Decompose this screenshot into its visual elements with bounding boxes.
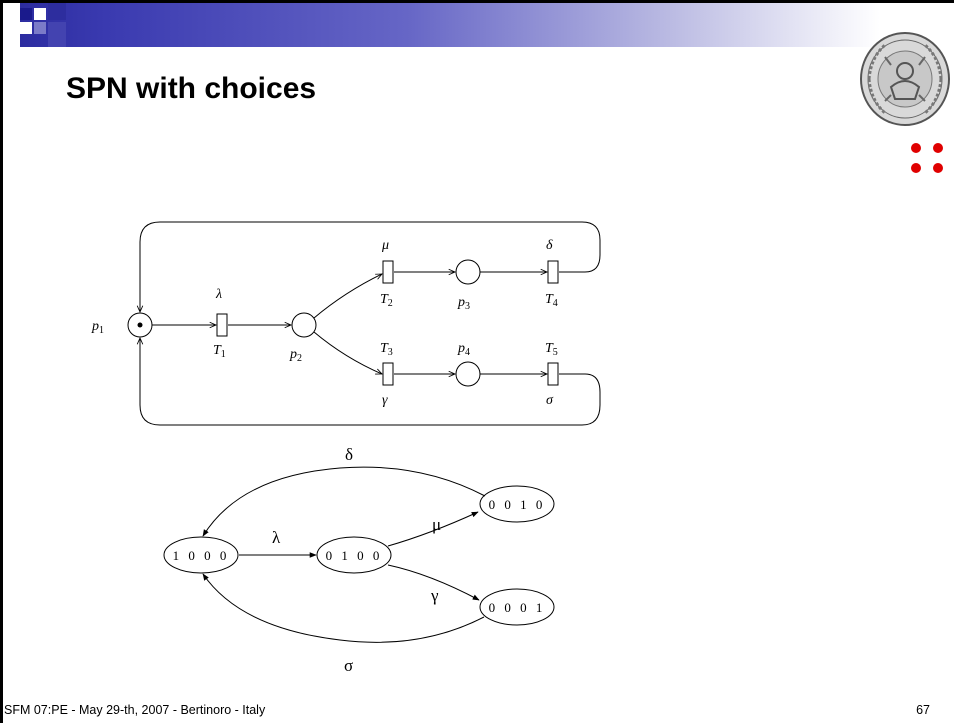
footer-text: SFM 07:PE - May 29-th, 2007 - Bertinoro … bbox=[4, 703, 266, 717]
slide-title: SPN with choices bbox=[66, 72, 317, 105]
label-T2: T2 bbox=[380, 292, 393, 309]
edge-label-lambda: λ bbox=[272, 528, 281, 547]
decor-square bbox=[20, 22, 32, 34]
label-T5: T5 bbox=[545, 341, 558, 358]
four-dots-icon bbox=[911, 143, 943, 173]
label-T3: T3 bbox=[380, 341, 393, 358]
state-label: 1 0 0 0 bbox=[173, 548, 230, 563]
decor-square bbox=[34, 8, 46, 20]
decor-square bbox=[48, 3, 66, 20]
rate-T5: σ bbox=[546, 393, 554, 408]
state-graph bbox=[163, 466, 555, 643]
decor-square bbox=[34, 22, 46, 34]
state-label: 0 0 1 0 bbox=[489, 497, 546, 512]
transition-T3 bbox=[382, 362, 394, 386]
petri-labels: p1 p2 p3 p4 T1 T2 T3 T4 T5 λ μ γ δ σ bbox=[91, 238, 558, 408]
rate-T2: μ bbox=[381, 238, 389, 253]
state-label: 0 0 0 1 bbox=[489, 600, 546, 615]
place-p3 bbox=[455, 259, 481, 285]
state-0010 bbox=[479, 485, 555, 523]
edge-labels: λ μ γ δ σ bbox=[272, 445, 441, 675]
label-p4: p4 bbox=[457, 341, 470, 358]
place-p2 bbox=[291, 312, 317, 338]
petri-net bbox=[127, 221, 601, 426]
edge-label-sigma: σ bbox=[344, 656, 353, 675]
token bbox=[137, 322, 143, 328]
transition-T1 bbox=[216, 313, 228, 337]
label-T1: T1 bbox=[213, 343, 226, 360]
edge-label-gamma: γ bbox=[430, 586, 439, 605]
rate-T1: λ bbox=[215, 287, 222, 302]
decor-square bbox=[48, 22, 66, 47]
label-p2: p2 bbox=[289, 347, 302, 364]
university-seal-icon bbox=[860, 32, 950, 126]
label-p3: p3 bbox=[457, 295, 470, 312]
state-graph-labels: 1 0 0 0 0 1 0 0 0 0 1 0 0 0 0 1 bbox=[173, 497, 546, 615]
state-0100 bbox=[316, 536, 392, 574]
header-banner bbox=[20, 3, 880, 47]
top-border bbox=[0, 0, 954, 3]
transition-T5 bbox=[547, 362, 559, 386]
page-number: 67 bbox=[916, 703, 930, 717]
state-0001 bbox=[479, 588, 555, 626]
state-1000 bbox=[163, 536, 239, 574]
transition-T4 bbox=[547, 260, 559, 284]
label-T4: T4 bbox=[545, 292, 558, 309]
rate-T4: δ bbox=[546, 238, 553, 253]
rate-T3: γ bbox=[382, 393, 388, 408]
state-label: 0 1 0 0 bbox=[326, 548, 383, 563]
label-p1: p1 bbox=[91, 319, 104, 336]
edge-label-mu: μ bbox=[432, 515, 441, 534]
left-border bbox=[0, 0, 3, 723]
place-p4 bbox=[455, 361, 481, 387]
decor-square bbox=[20, 8, 32, 20]
transition-T2 bbox=[382, 260, 394, 284]
edge-label-delta: δ bbox=[345, 445, 353, 464]
